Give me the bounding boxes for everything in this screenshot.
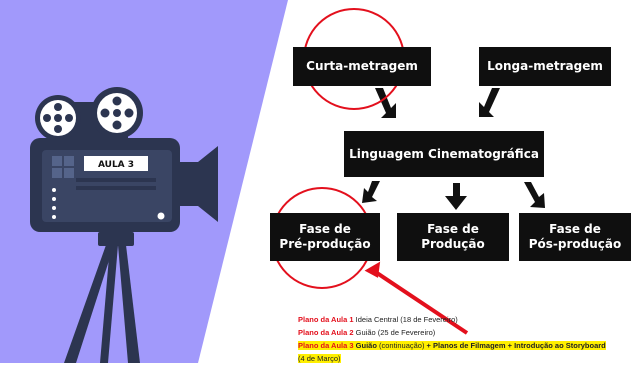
box-longa-metragem: Longa-metragem: [479, 47, 611, 86]
fase-prod-line1: Fase de: [427, 222, 479, 236]
viewfinder-grid: [52, 156, 74, 178]
box-curta-metragem: Curta-metragem: [293, 47, 431, 86]
camera-badge: [84, 156, 148, 171]
box-curta-label: Curta-metragem: [306, 59, 418, 73]
lesson-note-3-cont: (continuação): [376, 341, 425, 350]
lesson-note-3-label: Plano da Aula 3: [298, 341, 354, 350]
film-reels: [35, 87, 143, 141]
fase-pos-line2: Pós-produção: [528, 237, 622, 251]
lesson-note-2: Plano da Aula 2 Guião (25 de Fevereiro): [298, 326, 606, 339]
box-fase-pos-producao: Fase de Pós-produção: [519, 213, 631, 261]
lesson-note-3-date: (4 de Março): [298, 354, 341, 363]
box-linguagem: Linguagem Cinematográfica: [344, 131, 544, 177]
flow-arrows: [362, 88, 545, 210]
camera-details: [76, 178, 156, 190]
lesson-note-3-rest: + Planos de Filmagem + Introdução ao Sto…: [424, 341, 606, 350]
lesson-plan-notes: Plano da Aula 1 Ideia Central (18 de Fev…: [298, 313, 606, 365]
box-longa-label: Longa-metragem: [487, 59, 603, 73]
fase-prod-line2: Produção: [421, 237, 485, 251]
camera-badge-text: AULA 3: [98, 160, 134, 170]
lesson-note-3: Plano da Aula 3 Guião (continuação) + Pl…: [298, 339, 606, 352]
fase-pre-line1: Fase de: [299, 222, 351, 236]
lesson-note-3-date-row: (4 de Março): [298, 352, 606, 365]
box-fase-producao: Fase de Produção: [397, 213, 509, 261]
red-arrowhead: [364, 261, 381, 278]
lesson-note-1: Plano da Aula 1 Ideia Central (18 de Fev…: [298, 313, 606, 326]
camera-buttons: [52, 188, 165, 220]
box-fase-pre-producao: Fase de Pré-produção: [270, 213, 380, 261]
fase-pos-line1: Fase de: [549, 222, 601, 236]
lesson-note-3-guiao: Guião: [353, 341, 377, 350]
lesson-note-1-text: Ideia Central (18 de Fevereiro): [353, 315, 458, 324]
box-linguagem-label: Linguagem Cinematográfica: [349, 146, 539, 161]
lesson-note-2-label: Plano da Aula 2: [298, 328, 354, 337]
lesson-note-2-text: Guião (25 de Fevereiro): [353, 328, 436, 337]
fase-pre-line2: Pré-produção: [279, 237, 371, 251]
camera-lens: [180, 146, 218, 222]
lesson-note-1-label: Plano da Aula 1: [298, 315, 354, 324]
